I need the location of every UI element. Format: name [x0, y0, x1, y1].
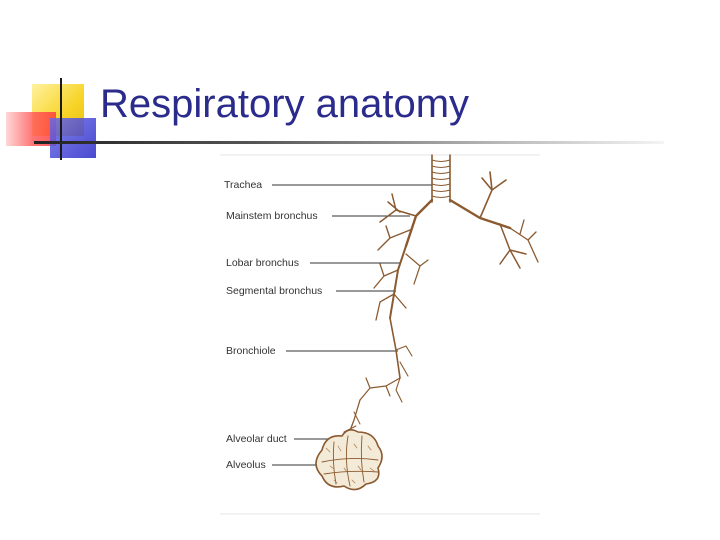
ornament-blue-square — [50, 118, 96, 158]
label-alveolus: Alveolus — [226, 459, 266, 471]
title-underline — [34, 141, 664, 144]
label-mainstem-bronchus: Mainstem bronchus — [226, 210, 318, 222]
bronchial-tree — [316, 155, 538, 490]
label-lobar-bronchus: Lobar bronchus — [226, 257, 299, 269]
label-alveolar-duct: Alveolar duct — [226, 433, 287, 445]
airway-illustration: Trachea Mainstem bronchus Lobar bronchus… — [210, 150, 550, 520]
ornament-vertical-line — [60, 78, 62, 160]
leader-lines — [272, 185, 432, 465]
label-bronchiole: Bronchiole — [226, 345, 276, 357]
label-trachea: Trachea — [224, 179, 262, 191]
airway-diagram: Trachea Mainstem bronchus Lobar bronchus… — [210, 150, 550, 520]
label-segmental-bronchus: Segmental bronchus — [226, 285, 322, 297]
slide-title: Respiratory anatomy — [100, 80, 469, 128]
